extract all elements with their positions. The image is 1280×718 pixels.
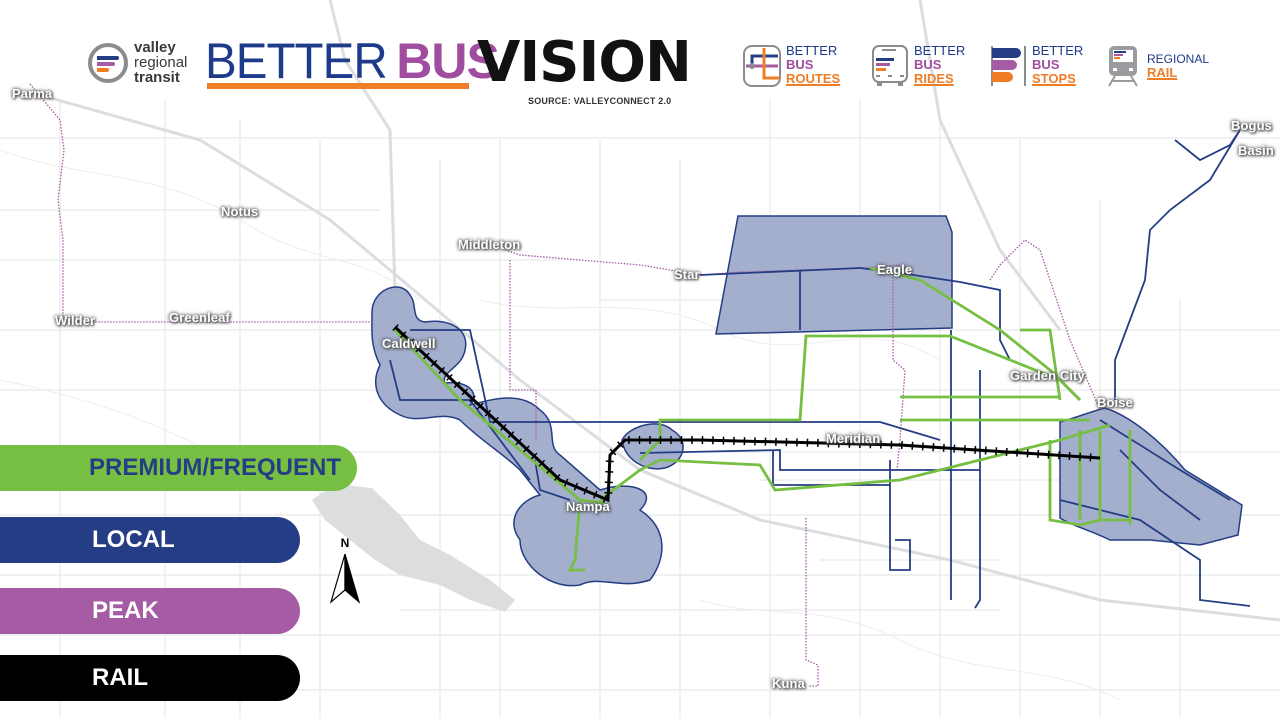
badge-better-bus-rides: BETTER BUS RIDES bbox=[870, 44, 965, 88]
logo-line-valley: valley bbox=[134, 39, 176, 56]
city-label-nampa: Nampa bbox=[566, 499, 610, 514]
badge-regional-rail: REGIONAL RAIL bbox=[1103, 44, 1209, 88]
city-label-bogus: Bogus bbox=[1231, 118, 1272, 133]
city-label-kuna: Kuna bbox=[772, 676, 805, 691]
city-label-wilder: Wilder bbox=[55, 313, 96, 328]
title-better: BETTER bbox=[205, 33, 388, 89]
premium-frequent-routes bbox=[393, 266, 1132, 572]
legend-premium-frequent: PREMIUM/FREQUENT bbox=[0, 445, 357, 491]
valley-regional-transit-logo: valley regional transit bbox=[88, 40, 187, 85]
legend-rail: RAIL bbox=[0, 655, 300, 701]
city-label-basin: Basin bbox=[1238, 143, 1274, 158]
city-label-notus: Notus bbox=[221, 204, 259, 219]
bus-stop-icon bbox=[991, 46, 1026, 86]
train-icon bbox=[1108, 46, 1138, 87]
title-vision: VISION bbox=[477, 30, 692, 95]
city-label-greenleaf: Greenleaf bbox=[169, 310, 230, 325]
title-bus: BUS bbox=[396, 33, 500, 89]
city-label-caldwell: Caldwell bbox=[382, 336, 436, 351]
logo-line-transit: transit bbox=[134, 69, 180, 86]
city-label-middleton: Middleton bbox=[458, 237, 521, 252]
badge-better-bus-routes: BETTER BUS ROUTES bbox=[742, 44, 840, 88]
legend-peak: PEAK bbox=[0, 588, 300, 634]
page-title: BETTER BUS bbox=[205, 33, 500, 89]
city-label-parma: Parma bbox=[12, 86, 53, 101]
major-highways bbox=[39, 0, 1280, 622]
city-label-meridian: Meridian bbox=[826, 431, 881, 446]
city-label-star: Star bbox=[674, 267, 700, 282]
north-label: N bbox=[340, 536, 350, 550]
north-arrow-icon bbox=[329, 553, 361, 604]
routes-map-icon bbox=[743, 45, 781, 87]
badge-better-bus-stops: BETTER BUS STOPS bbox=[988, 44, 1083, 88]
bus-icon bbox=[872, 45, 908, 86]
valley-regional-transit-logo-icon bbox=[88, 42, 128, 83]
source-note: SOURCE: VALLEYCONNECT 2.0 bbox=[528, 96, 672, 106]
rail-line bbox=[392, 324, 1101, 506]
city-label-boise: Boise bbox=[1097, 395, 1133, 410]
city-label-garden-city: Garden City bbox=[1010, 368, 1085, 383]
logo-line-regional: regional bbox=[134, 54, 188, 71]
legend-local: LOCAL bbox=[0, 517, 300, 563]
north-arrow: N bbox=[328, 536, 362, 611]
title-underline bbox=[207, 83, 469, 89]
lake-lowell bbox=[312, 484, 515, 612]
city-label-eagle: Eagle bbox=[877, 262, 913, 277]
